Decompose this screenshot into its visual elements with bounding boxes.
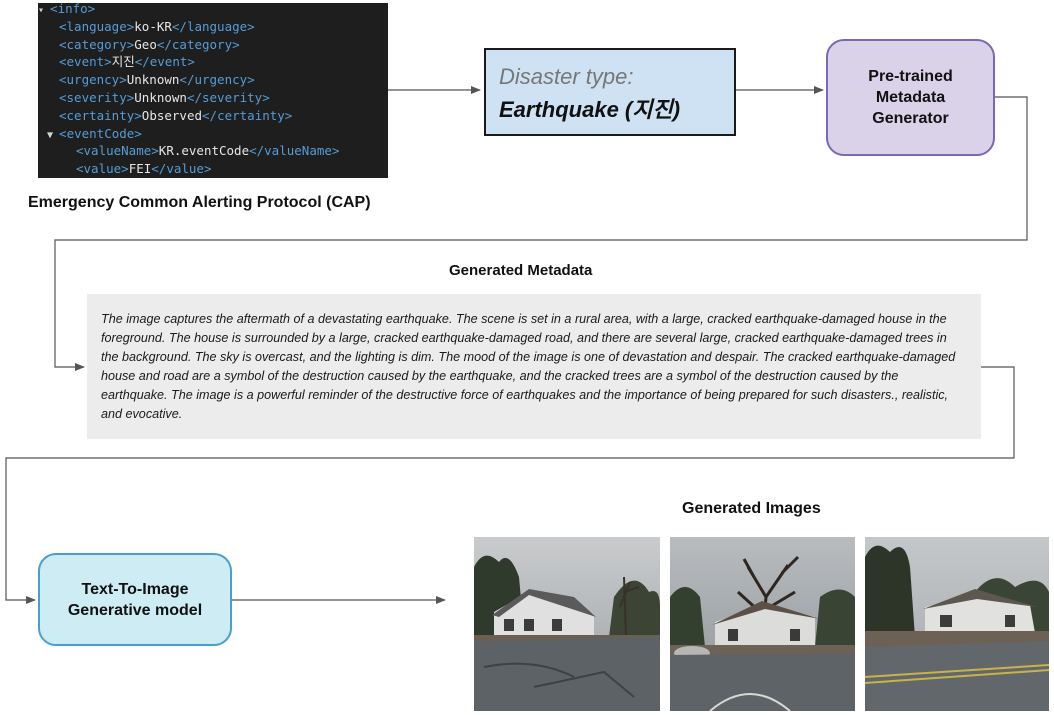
cap-xml-line: <urgency>Unknown</urgency> [59, 71, 255, 89]
cap-xml-open-tag: <info> [50, 3, 96, 16]
cap-xml-line: <certainty>Observed</certainty> [59, 107, 292, 125]
cap-xml-value: Unknown [134, 90, 187, 105]
cap-xml-line: <category>Geo</category> [59, 36, 240, 54]
cap-xml-value: Unknown [126, 72, 180, 88]
cap-xml-open-tag: <event> [59, 54, 112, 70]
cap-xml-open-tag: <language> [59, 18, 135, 34]
text-to-image-model-label: Text-To-Image Generative model [67, 580, 203, 619]
cap-xml-close-tag: </event> [134, 54, 195, 70]
cap-xml-open-tag: <urgency> [59, 72, 127, 88]
disaster-type-label: Disaster type: [499, 64, 634, 89]
cap-xml-close-tag: </valueName> [249, 143, 340, 159]
text-to-image-model-box: Text-To-Image Generative model [38, 553, 232, 646]
earthquake-house-image-1 [474, 537, 660, 711]
cap-xml-open-tag: <category> [59, 36, 135, 52]
cap-xml-panel: ▾ <info><language>ko-KR</language><categ… [38, 3, 388, 178]
cap-xml-fold-icon: ▾ [38, 5, 51, 16]
disaster-type-value: Earthquake (지진) [499, 97, 681, 122]
cap-xml-value: ko-KR [134, 18, 172, 34]
cap-xml-line: <value>FEI</value> [76, 160, 211, 178]
cap-xml-line: ▾ <info> [38, 3, 95, 20]
cap-xml-open-tag: <eventCode> [59, 125, 142, 141]
cap-xml-value: Geo [134, 36, 157, 52]
cap-xml-line: <language>ko-KR</language> [59, 18, 255, 36]
cap-xml-close-tag: </severity> [186, 90, 270, 105]
cap-xml-value: FEI [128, 161, 152, 177]
cap-xml-open-tag: <value> [76, 161, 129, 177]
disaster-type-box: Disaster type: Earthquake (지진) [484, 48, 736, 136]
cap-xml-line: <severity>Unknown</severity> [59, 89, 270, 107]
generated-metadata-heading: Generated Metadata [449, 262, 593, 279]
cap-xml-line: <valueName>KR.eventCode</valueName> [76, 142, 339, 160]
generated-metadata-box: The image captures the aftermath of a de… [87, 294, 981, 439]
earthquake-house-image-2 [670, 537, 855, 711]
cap-caption: Emergency Common Alerting Protocol (CAP) [28, 194, 371, 211]
cap-xml-close-tag: </certainty> [202, 107, 293, 123]
cap-xml-open-tag: <certainty> [59, 107, 142, 123]
cap-xml-value: KR.eventCode [158, 143, 250, 159]
metadata-generator-box: Pre-trained Metadata Generator [826, 39, 995, 156]
cap-xml-open-tag: <severity> [59, 90, 135, 105]
generated-images-heading: Generated Images [682, 500, 821, 517]
cap-xml-line: <event>지진</event> [59, 53, 195, 71]
cap-xml-close-tag: </urgency> [179, 72, 255, 88]
cap-xml-open-tag: <valueName> [76, 143, 159, 159]
earthquake-house-image-3 [865, 537, 1049, 711]
metadata-generator-label: Pre-trained Metadata Generator [868, 68, 953, 127]
arrow-generator-to-metadata [54, 96, 1028, 371]
cap-xml-value: Observed [141, 107, 203, 123]
cap-xml-close-tag: </language> [171, 18, 255, 34]
cap-xml-close-tag: </category> [156, 36, 240, 52]
cap-xml-value: 지진 [111, 54, 135, 70]
cap-xml-close-tag: </value> [151, 161, 212, 177]
cap-xml-fold-icon: ▼ [47, 129, 60, 141]
generated-metadata-text: The image captures the aftermath of a de… [101, 312, 956, 421]
cap-xml-line: ▼ <eventCode> [47, 125, 142, 145]
arrow-metadata-to-model [5, 366, 1015, 604]
